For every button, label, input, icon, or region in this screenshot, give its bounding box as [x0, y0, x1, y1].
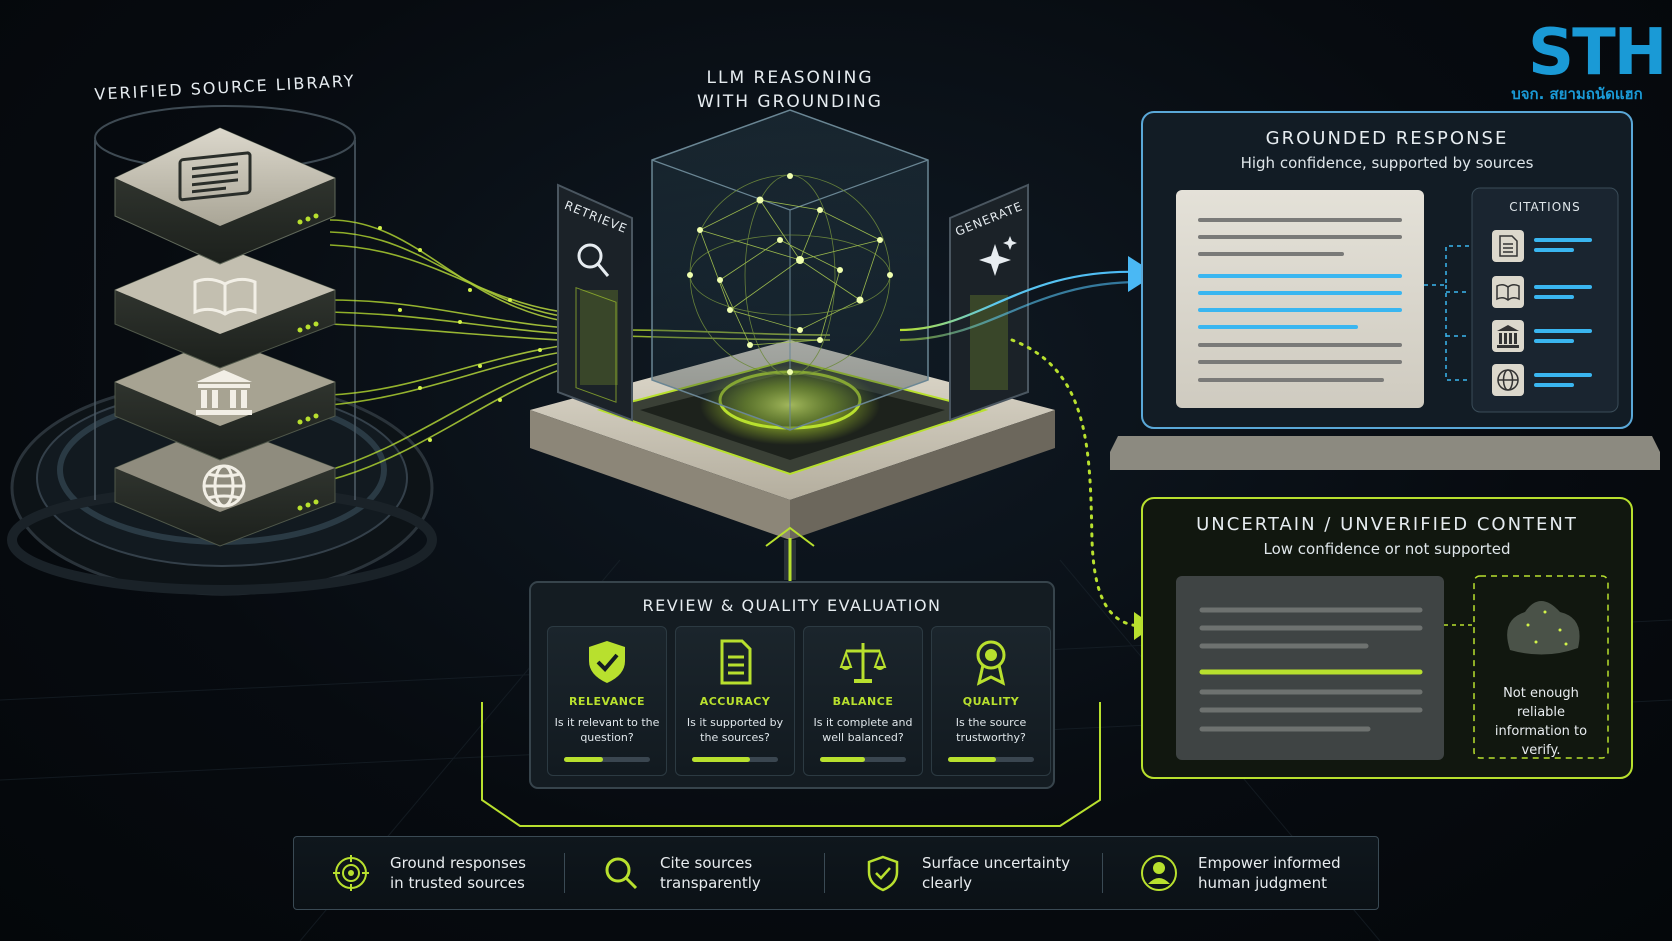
criterion-level-bar — [948, 757, 1034, 762]
criterion-level-bar — [564, 757, 650, 762]
reasoning-title: LLM REASONING WITH GROUNDING — [640, 66, 940, 114]
company-logo: STH บจก. สยามถนัดแฮก — [1490, 18, 1667, 108]
globe-icon — [202, 464, 246, 508]
criterion-card-relevance: RELEVANCE Is it relevant to the question… — [547, 626, 667, 776]
grounded-document-lines — [1198, 218, 1402, 382]
criterion-level-fill — [948, 757, 997, 762]
network-nodes — [687, 173, 893, 375]
divider — [564, 853, 565, 893]
uncertain-cloud-icon — [1507, 601, 1580, 655]
citation-institution-icon — [1497, 325, 1519, 348]
uncertain-title: UNCERTAIN / UNVERIFIED CONTENT — [1196, 514, 1578, 535]
slab-indicator-dots — [297, 213, 319, 511]
institution-icon — [196, 370, 252, 415]
criterion-title: QUALITY — [962, 695, 1020, 708]
award-icon — [976, 640, 1006, 686]
criterion-card-accuracy: ACCURACY Is it supported by the sources? — [675, 626, 795, 776]
criterion-level-fill — [564, 757, 603, 762]
citation-document-icon — [1499, 235, 1518, 257]
grounded-panel — [1110, 111, 1660, 470]
shield-check-icon — [589, 641, 625, 683]
criterion-level-bar — [820, 757, 906, 762]
principle-text: Ground responses in trusted sources — [390, 854, 526, 892]
search-icon — [605, 857, 638, 890]
citation-connectors — [1424, 245, 1470, 381]
library-slabs — [114, 127, 336, 547]
criterion-title: BALANCE — [832, 695, 894, 708]
criterion-question: Is it relevant to the question? — [554, 716, 660, 744]
target-icon — [333, 855, 369, 891]
criterion-level-fill — [820, 757, 865, 762]
logo-subtitle: บจก. สยามถนัดแฮก — [1511, 85, 1643, 103]
principle-text: Empower informed human judgment — [1198, 854, 1341, 892]
scales-icon — [839, 643, 887, 683]
criterion-question: Is it supported by the sources? — [686, 716, 784, 744]
reasoning-title-line2: WITH GROUNDING — [697, 92, 883, 112]
document-icon — [720, 639, 752, 685]
principle-text: Surface uncertainty clearly — [922, 854, 1071, 892]
principle-item: Ground responses in trusted sources — [332, 837, 562, 909]
citation-book-icon — [1496, 283, 1520, 301]
book-icon — [193, 277, 257, 316]
citations-label: CITATIONS — [1509, 200, 1581, 214]
principle-item: Surface uncertainty clearly — [864, 837, 1094, 909]
reasoning-title-line1: LLM REASONING — [706, 68, 874, 88]
evaluation-title: REVIEW & QUALITY EVALUATION — [642, 596, 942, 615]
document-icon — [178, 151, 252, 202]
criterion-level-fill — [692, 757, 751, 762]
grounded-title: GROUNDED RESPONSE — [1265, 128, 1509, 149]
criterion-question: Is it complete and well balanced? — [813, 716, 913, 744]
criterion-card-quality: QUALITY Is the source trustworthy? — [931, 626, 1051, 776]
sparkle-icon — [979, 236, 1017, 276]
evaluation-connector — [765, 526, 815, 584]
criterion-title: ACCURACY — [699, 695, 771, 708]
uncertain-output-flow — [1010, 338, 1142, 628]
person-icon — [1141, 855, 1177, 891]
criterion-question: Is the source trustworthy? — [955, 716, 1027, 744]
search-icon — [577, 243, 610, 277]
glass-cube — [651, 109, 929, 431]
divider — [1102, 853, 1103, 893]
principle-text: Cite sources transparently — [660, 854, 761, 892]
uncertain-subtitle: Low confidence or not supported — [1263, 540, 1511, 558]
criterion-level-bar — [692, 757, 778, 762]
grounded-output-flow — [899, 270, 1141, 342]
principle-item: Empower informed human judgment — [1140, 837, 1370, 909]
retrieve-tablet — [557, 183, 633, 422]
criterion-title: RELEVANCE — [568, 695, 646, 708]
logo-mark: STH — [1528, 16, 1667, 90]
uncertain-note: Not enough reliable information to verif… — [1494, 686, 1588, 758]
principle-item: Cite sources transparently — [602, 837, 822, 909]
uncertain-document-lines — [1199, 607, 1423, 732]
criterion-card-balance: BALANCE Is it complete and well balanced… — [803, 626, 923, 776]
principles-bar: Ground responses in trusted sources Cite… — [293, 836, 1379, 910]
divider — [824, 853, 825, 893]
shield-check-icon — [867, 855, 899, 892]
citation-globe-icon — [1497, 369, 1519, 391]
grounded-subtitle: High confidence, supported by sources — [1240, 154, 1534, 172]
